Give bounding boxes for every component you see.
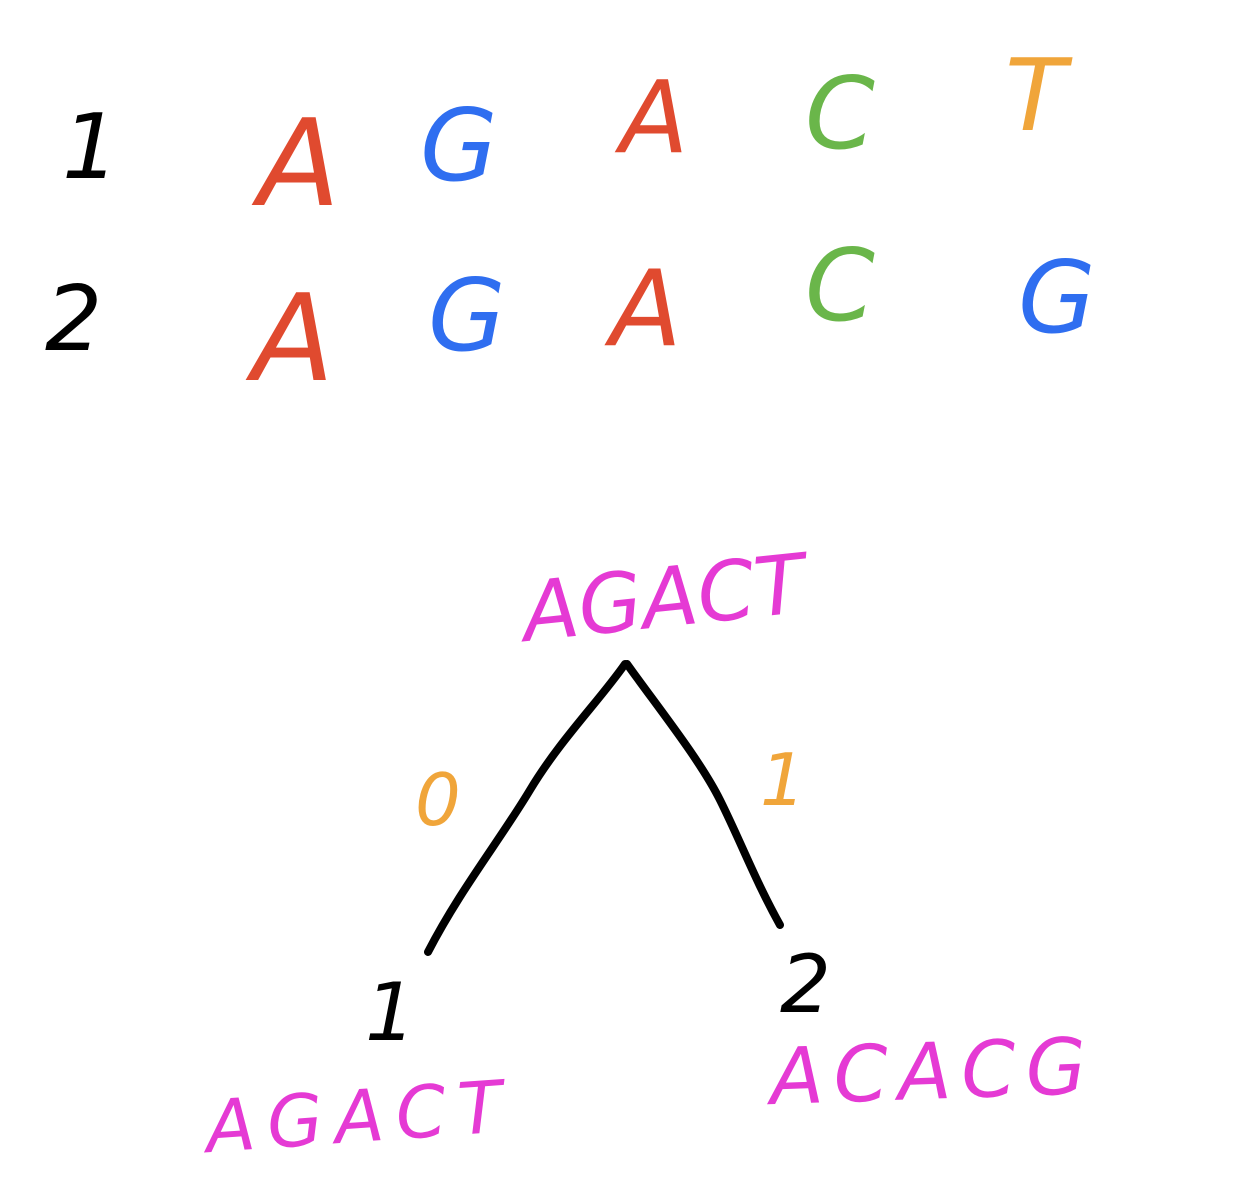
row2-base-2: G: [428, 257, 506, 374]
right-branch-weight: 1: [760, 738, 806, 822]
alignment-table: 1 2 A G A C T A G A C G: [45, 37, 1096, 409]
row2-base-4: C: [805, 227, 875, 344]
root-sequence: AGACT: [513, 536, 815, 661]
right-leaf-sequence: ACACG: [764, 1022, 1098, 1124]
left-branch: [424, 660, 629, 956]
left-branch-weight: 0: [415, 758, 461, 842]
row1-base-4: C: [805, 55, 875, 172]
row1-base-1: A: [251, 95, 340, 234]
row2-base-3: A: [604, 248, 682, 370]
row-label-2: 2: [45, 267, 102, 372]
row-label-1: 1: [62, 95, 119, 200]
row1-base-5: T: [1005, 37, 1073, 154]
left-leaf-sequence: AGACT: [199, 1064, 517, 1170]
right-branch: [623, 660, 784, 929]
row1-base-2: G: [420, 87, 498, 204]
row1-base-3: A: [614, 59, 688, 176]
left-leaf-label: 1: [365, 966, 416, 1059]
row2-base-1: A: [245, 270, 334, 409]
tree: AGACT 0 1 1 2 AGACT ACACG: [199, 536, 1098, 1169]
row2-base-5: G: [1018, 239, 1096, 356]
right-leaf-label: 2: [780, 938, 831, 1031]
